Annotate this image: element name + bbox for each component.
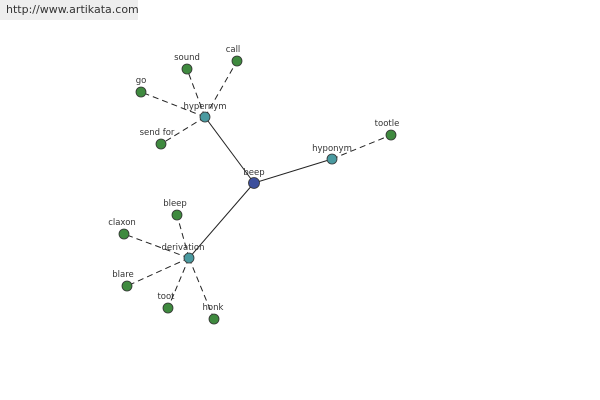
node-circle-beep[interactable] bbox=[248, 177, 260, 189]
node-tootle[interactable]: tootle bbox=[375, 119, 400, 141]
node-bleep[interactable]: bleep bbox=[163, 199, 187, 221]
edge-derivation-blare bbox=[126, 257, 190, 287]
edge-beep-derivation bbox=[188, 182, 255, 259]
node-send-for[interactable]: send for bbox=[140, 128, 175, 150]
edge-derivation-bleep bbox=[176, 214, 190, 259]
node-circle-honk[interactable] bbox=[208, 313, 220, 325]
edge-hypernym-send-for bbox=[160, 116, 206, 145]
edge-derivation-toot bbox=[167, 257, 190, 309]
node-toot[interactable]: toot bbox=[157, 292, 175, 314]
node-go[interactable]: go bbox=[135, 76, 147, 98]
node-circle-claxon[interactable] bbox=[118, 228, 130, 240]
node-label-honk: honk bbox=[203, 303, 224, 313]
edge-hypernym-go bbox=[140, 91, 206, 118]
node-hypernym[interactable]: hypernym bbox=[183, 102, 227, 123]
node-circle-derivation[interactable] bbox=[183, 252, 195, 264]
edge-hypernym-sound bbox=[186, 68, 206, 118]
edge-hyponym-tootle bbox=[331, 134, 392, 160]
node-label-hypernym: hypernym bbox=[183, 102, 226, 112]
node-blare[interactable]: blare bbox=[112, 270, 134, 292]
node-circle-send-for[interactable] bbox=[155, 138, 167, 150]
node-call[interactable]: call bbox=[226, 45, 243, 67]
node-label-call: call bbox=[226, 45, 241, 55]
node-label-send-for: send for bbox=[140, 128, 175, 138]
node-circle-call[interactable] bbox=[231, 55, 243, 67]
edge-derivation-claxon bbox=[123, 233, 190, 259]
edge-beep-hypernym bbox=[204, 116, 255, 184]
node-circle-blare[interactable] bbox=[121, 280, 133, 292]
node-sound[interactable]: sound bbox=[174, 53, 200, 75]
node-label-claxon: claxon bbox=[108, 218, 136, 228]
node-claxon[interactable]: claxon bbox=[108, 218, 136, 240]
node-label-blare: blare bbox=[112, 270, 134, 280]
node-label-sound: sound bbox=[174, 53, 200, 63]
edge-derivation-honk bbox=[188, 257, 215, 320]
node-circle-sound[interactable] bbox=[181, 63, 193, 75]
node-label-tootle: tootle bbox=[375, 119, 400, 129]
node-circle-toot[interactable] bbox=[162, 302, 174, 314]
node-label-beep: beep bbox=[243, 168, 264, 178]
node-honk[interactable]: honk bbox=[203, 303, 224, 325]
node-hyponym[interactable]: hyponym bbox=[312, 144, 352, 165]
node-label-hyponym: hyponym bbox=[312, 144, 352, 154]
node-label-go: go bbox=[136, 76, 147, 86]
node-label-derivation: derivation bbox=[161, 243, 204, 253]
node-circle-tootle[interactable] bbox=[385, 129, 397, 141]
edges-layer bbox=[123, 60, 392, 320]
node-circle-hyponym[interactable] bbox=[326, 153, 338, 165]
node-derivation[interactable]: derivation bbox=[161, 243, 205, 264]
node-label-toot: toot bbox=[157, 292, 175, 302]
node-circle-hypernym[interactable] bbox=[199, 111, 211, 123]
edge-beep-hyponym bbox=[253, 158, 333, 184]
nodes-layer: beep hypernym hyponym derivation go sound call… bbox=[108, 45, 400, 325]
edge-hypernym-call bbox=[204, 60, 238, 118]
node-circle-bleep[interactable] bbox=[171, 209, 183, 221]
node-beep[interactable]: beep bbox=[243, 168, 265, 189]
node-label-bleep: bleep bbox=[163, 199, 187, 209]
node-circle-go[interactable] bbox=[135, 86, 147, 98]
site-watermark: http://www.artikata.com bbox=[0, 0, 139, 20]
